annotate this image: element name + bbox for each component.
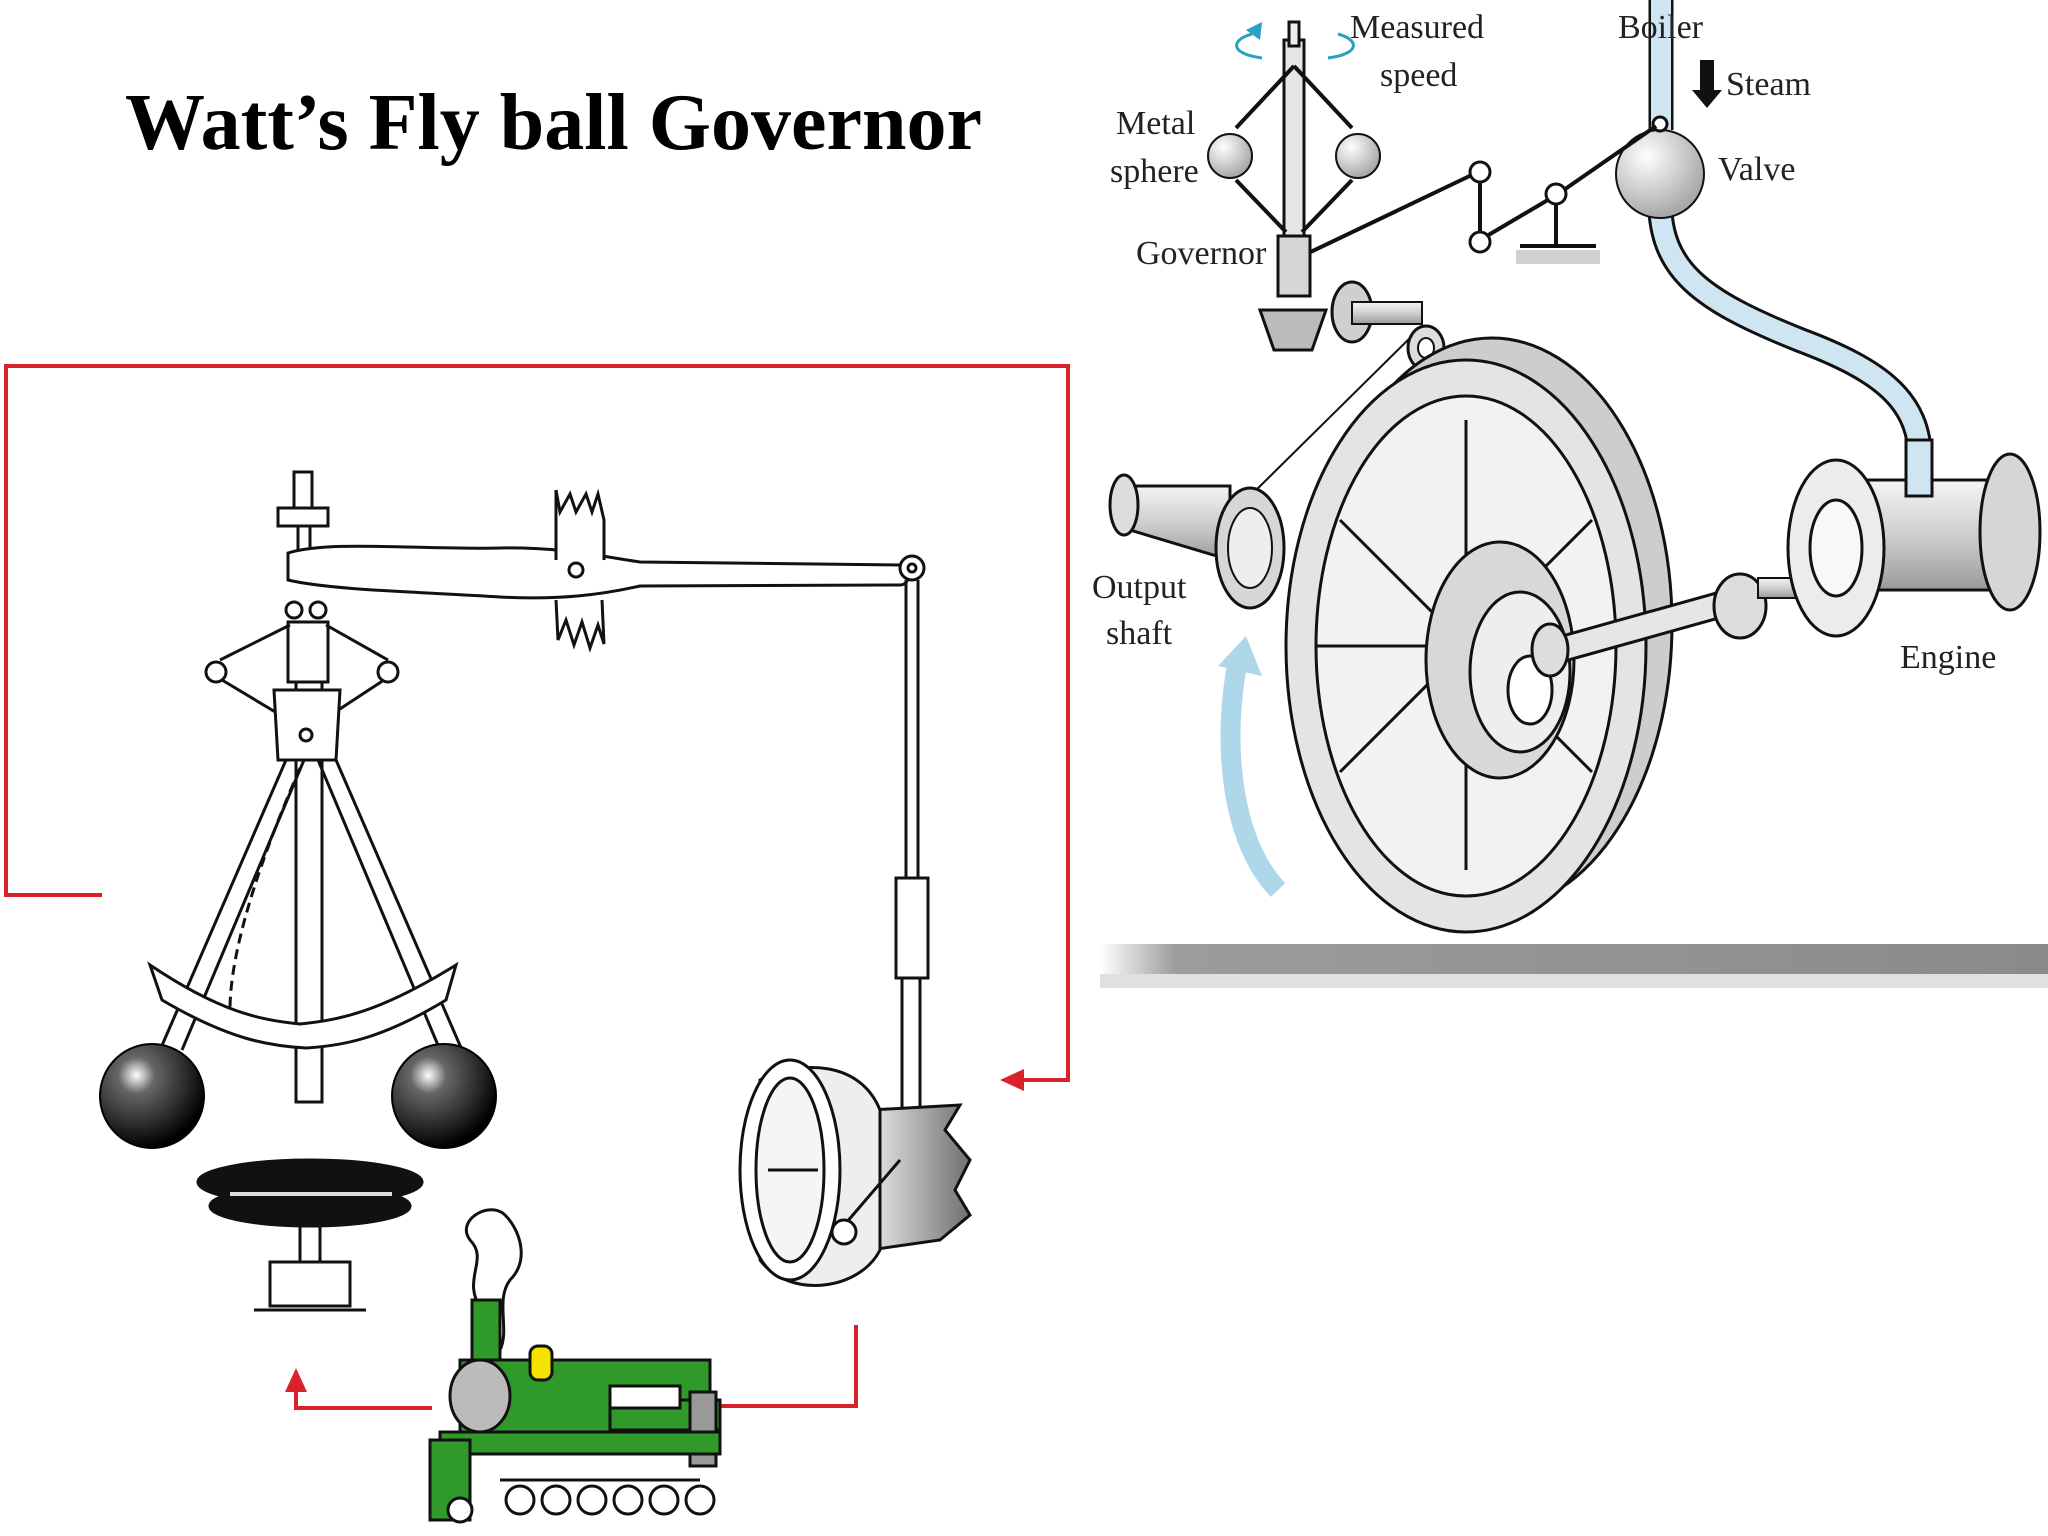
label-boiler: Boiler — [1618, 9, 1704, 46]
engine-schematic: Measured speed Boiler Steam Metal sphere… — [1092, 0, 2048, 988]
flywheel — [1284, 336, 1674, 934]
slide-title: Watt’s Fly ball Governor — [125, 79, 982, 167]
metal-sphere-left — [1207, 133, 1253, 179]
rotation-arrow — [1220, 658, 1286, 897]
steam-pipe — [1647, 199, 1933, 500]
label-measured: Measured — [1350, 9, 1484, 46]
fly-ball-left — [99, 1043, 205, 1149]
feedback-loop — [4, 364, 1070, 1410]
label-governor: Governor — [1136, 235, 1267, 272]
metal-sphere-right — [1335, 133, 1381, 179]
label-engine: Engine — [1900, 639, 1996, 676]
steam-locomotive — [428, 1208, 722, 1524]
label-speed: speed — [1380, 57, 1457, 94]
label-valve: Valve — [1718, 151, 1795, 188]
label-metal: Metal — [1116, 105, 1195, 142]
throttle-valve — [738, 580, 972, 1287]
engine — [1786, 438, 2042, 638]
label-shaft: shaft — [1106, 615, 1173, 652]
label-sphere: sphere — [1110, 153, 1199, 190]
label-output: Output — [1092, 569, 1187, 606]
fly-ball-right — [391, 1043, 497, 1149]
label-steam: Steam — [1726, 66, 1811, 103]
flyball-governor — [147, 470, 926, 1312]
